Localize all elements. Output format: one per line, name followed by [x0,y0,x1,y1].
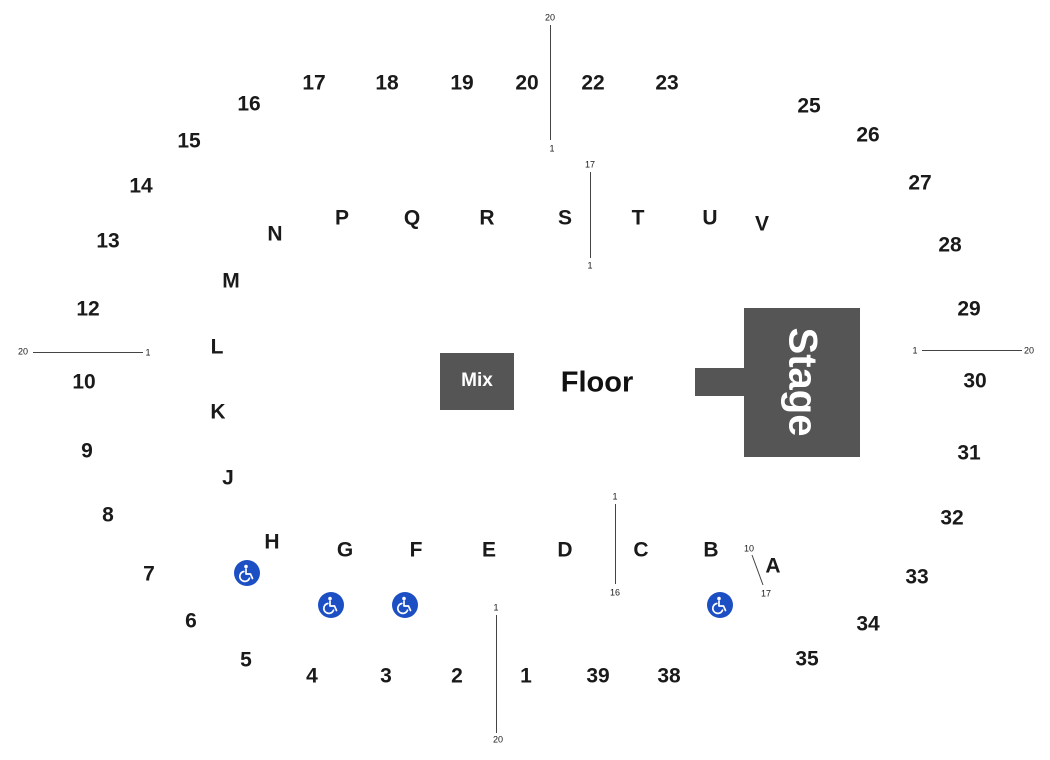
section-7[interactable]: 7 [143,562,155,586]
section-R[interactable]: R [479,206,495,230]
section-20[interactable]: 20 [515,71,539,95]
section-38[interactable]: 38 [657,664,681,688]
section-13[interactable]: 13 [96,229,120,253]
section-F[interactable]: F [409,538,423,562]
row-number-start: 1 [912,345,918,356]
section-N[interactable]: N [267,222,283,246]
row-indicator-line [615,504,616,584]
mix-position[interactable] [440,353,514,410]
section-L[interactable]: L [210,335,224,359]
stage [744,308,860,457]
section-28[interactable]: 28 [938,233,962,257]
row-indicator-line [496,615,497,733]
row-indicator-line [590,172,591,258]
section-8[interactable]: 8 [102,503,114,527]
row-indicator-line [922,350,1022,351]
stage-runway [695,368,747,396]
row-indicator-line [33,352,143,353]
row-number-start: 1 [145,347,151,358]
section-26[interactable]: 26 [856,123,880,147]
section-3[interactable]: 3 [380,664,392,688]
section-30[interactable]: 30 [963,369,987,393]
section-31[interactable]: 31 [957,441,981,465]
section-22[interactable]: 22 [581,71,605,95]
section-1[interactable]: 1 [520,664,532,688]
row-number-end: 16 [609,587,621,598]
section-18[interactable]: 18 [375,71,399,95]
section-12[interactable]: 12 [76,297,100,321]
section-23[interactable]: 23 [655,71,679,95]
wheelchair-icon[interactable] [318,592,344,618]
section-6[interactable]: 6 [185,609,197,633]
section-39[interactable]: 39 [586,664,610,688]
row-number-end: 17 [584,159,596,170]
row-indicator-line [751,554,764,586]
section-S[interactable]: S [557,206,573,230]
row-number-start: 1 [587,260,593,271]
row-number-start: 1 [612,491,618,502]
section-E[interactable]: E [481,538,497,562]
section-25[interactable]: 25 [797,94,821,118]
section-K[interactable]: K [210,400,226,424]
section-32[interactable]: 32 [940,506,964,530]
row-number-end: 20 [1023,345,1035,356]
section-4[interactable]: 4 [306,664,318,688]
section-G[interactable]: G [336,538,354,562]
section-10[interactable]: 10 [72,370,96,394]
section-M[interactable]: M [222,269,240,293]
row-number-end: 17 [760,588,772,599]
section-U[interactable]: U [702,206,718,230]
mix-label: Mix [461,370,493,391]
stage-label: Stage [780,327,825,437]
floor-section[interactable]: Floor [560,366,634,399]
section-33[interactable]: 33 [905,565,929,589]
section-9[interactable]: 9 [81,439,93,463]
section-J[interactable]: J [222,466,234,490]
row-number-end: 20 [492,734,504,745]
section-15[interactable]: 15 [177,129,201,153]
section-19[interactable]: 19 [450,71,474,95]
row-number-end: 20 [17,346,29,357]
section-H[interactable]: H [264,530,280,554]
row-number-end: 20 [544,12,556,23]
section-B[interactable]: B [703,538,719,562]
section-D[interactable]: D [557,538,573,562]
row-number-start: 10 [743,543,755,554]
section-16[interactable]: 16 [237,92,261,116]
section-34[interactable]: 34 [856,612,880,636]
section-P[interactable]: P [334,206,350,230]
section-29[interactable]: 29 [957,297,981,321]
section-Q[interactable]: Q [403,206,421,230]
section-14[interactable]: 14 [129,174,153,198]
section-5[interactable]: 5 [240,648,252,672]
row-number-start: 1 [493,602,499,613]
section-2[interactable]: 2 [451,664,463,688]
section-35[interactable]: 35 [795,647,819,671]
section-C[interactable]: C [633,538,649,562]
wheelchair-icon[interactable] [234,560,260,586]
wheelchair-icon[interactable] [707,592,733,618]
section-T[interactable]: T [631,206,645,230]
section-A[interactable]: A [765,554,781,578]
section-V[interactable]: V [754,212,770,236]
section-17[interactable]: 17 [302,71,326,95]
wheelchair-icon[interactable] [392,592,418,618]
section-27[interactable]: 27 [908,171,932,195]
row-indicator-line [550,25,551,140]
row-number-start: 1 [549,143,555,154]
